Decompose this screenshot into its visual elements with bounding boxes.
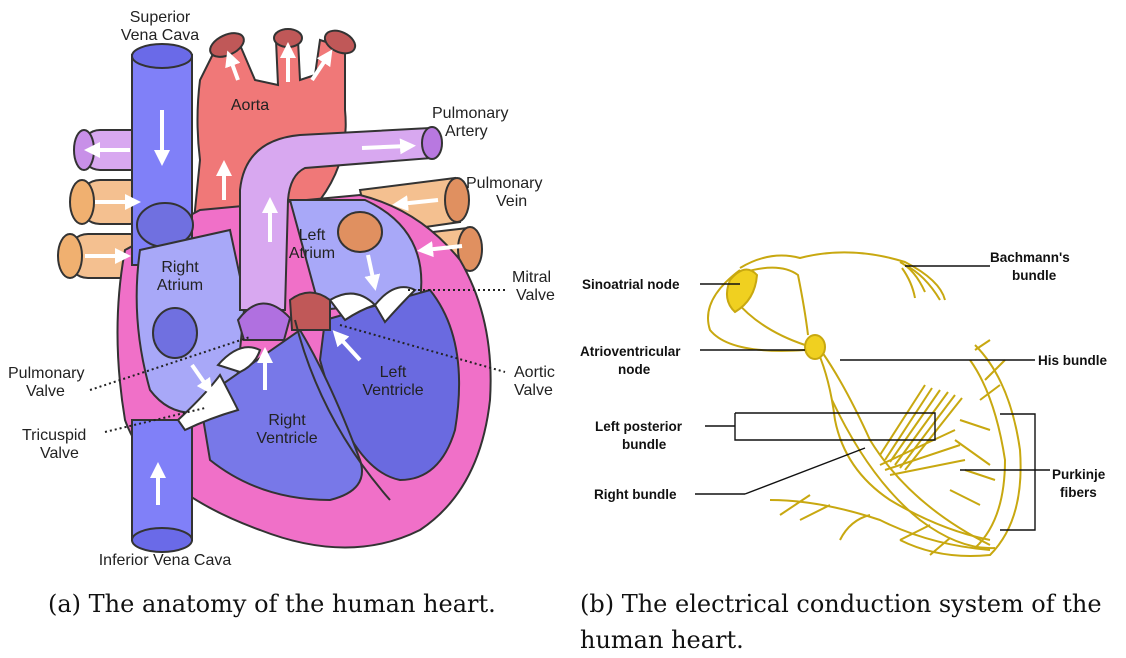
label-sinoatrial-node: Sinoatrial node	[582, 277, 680, 292]
label-tricuspid-valve-2: Valve	[40, 445, 79, 462]
label-pulmonary-artery-2: Artery	[445, 123, 488, 140]
label-left-atrium-2: Atrium	[289, 245, 335, 262]
label-pulmonary-vein-2: Vein	[496, 193, 527, 210]
label-bachmanns-bundle-2: bundle	[1012, 268, 1057, 283]
heart-anatomy-diagram: Superior Vena Cava Aorta Pulmonary Arter…	[0, 0, 560, 580]
conduction-pathways	[708, 252, 1021, 556]
label-left-atrium-1: Left	[299, 227, 326, 244]
label-left-posterior-bundle-1: Left posterior	[595, 419, 683, 434]
label-aorta: Aorta	[231, 97, 269, 114]
label-right-bundle: Right bundle	[594, 487, 677, 502]
label-pulmonary-valve-2: Valve	[26, 383, 65, 400]
label-superior-vena-cava-2: Vena Cava	[121, 27, 199, 44]
label-right-ventricle-1: Right	[268, 412, 306, 429]
label-tricuspid-valve-1: Tricuspid	[22, 427, 86, 444]
caption-figure-b: (b) The electrical conduction system of …	[580, 586, 1125, 658]
label-left-ventricle-2: Ventricle	[362, 382, 423, 399]
label-mitral-valve-2: Valve	[516, 287, 555, 304]
label-aortic-valve-1: Aortic	[514, 364, 555, 381]
label-pulmonary-artery-1: Pulmonary	[432, 105, 508, 122]
label-atrioventricular-node-2: node	[618, 362, 651, 377]
label-his-bundle: His bundle	[1038, 353, 1107, 368]
label-aortic-valve-2: Valve	[514, 382, 553, 399]
label-inferior-vena-cava: Inferior Vena Cava	[99, 552, 232, 569]
label-purkinje-fibers-2: fibers	[1060, 485, 1097, 500]
label-purkinje-fibers-1: Purkinje	[1052, 467, 1106, 482]
atrioventricular-node	[805, 335, 825, 359]
label-leader-lines	[695, 266, 1050, 530]
label-mitral-valve-1: Mitral	[512, 269, 551, 286]
caption-figure-a: (a) The anatomy of the human heart.	[48, 586, 568, 622]
conduction-system-diagram: Sinoatrial node Bachmann's bundle Atriov…	[565, 0, 1126, 580]
label-left-posterior-bundle-2: bundle	[622, 437, 667, 452]
label-pulmonary-vein-1: Pulmonary	[466, 175, 542, 192]
label-right-atrium-2: Atrium	[157, 277, 203, 294]
label-bachmanns-bundle-1: Bachmann's	[990, 250, 1070, 265]
label-pulmonary-valve-1: Pulmonary	[8, 365, 84, 382]
inferior-vena-cava	[132, 420, 192, 552]
label-right-atrium-1: Right	[161, 259, 199, 276]
label-left-ventricle-1: Left	[380, 364, 407, 381]
label-superior-vena-cava-1: Superior	[130, 9, 191, 26]
label-atrioventricular-node-1: Atrioventricular	[580, 344, 681, 359]
label-right-ventricle-2: Ventricle	[256, 430, 317, 447]
